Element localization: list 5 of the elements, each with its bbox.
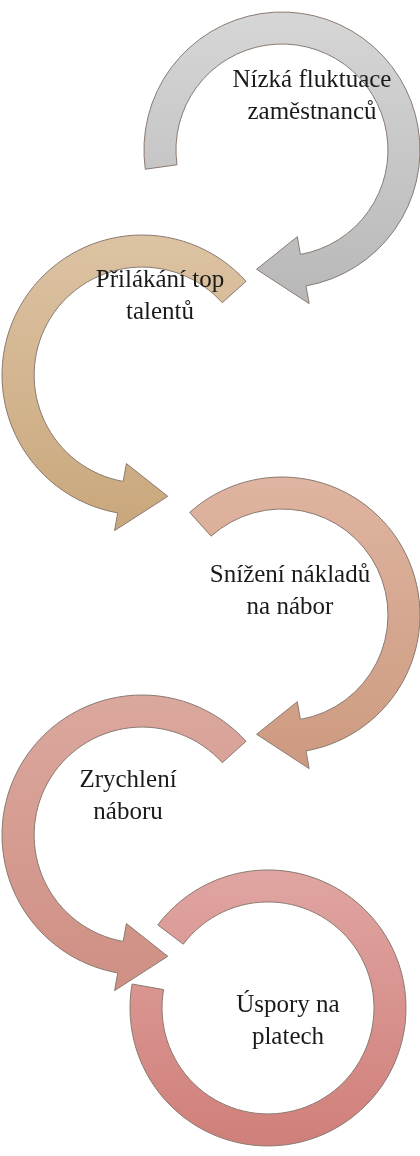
step-label: Snížení nákladů na nábor xyxy=(208,559,372,621)
step-label: Nízká fluktuace zaměstnanců xyxy=(231,64,393,126)
step-label: Přilákání top talentů xyxy=(94,264,226,326)
step-label: Zrychlení náboru xyxy=(78,764,178,826)
step-label: Úspory na platech xyxy=(235,989,341,1051)
